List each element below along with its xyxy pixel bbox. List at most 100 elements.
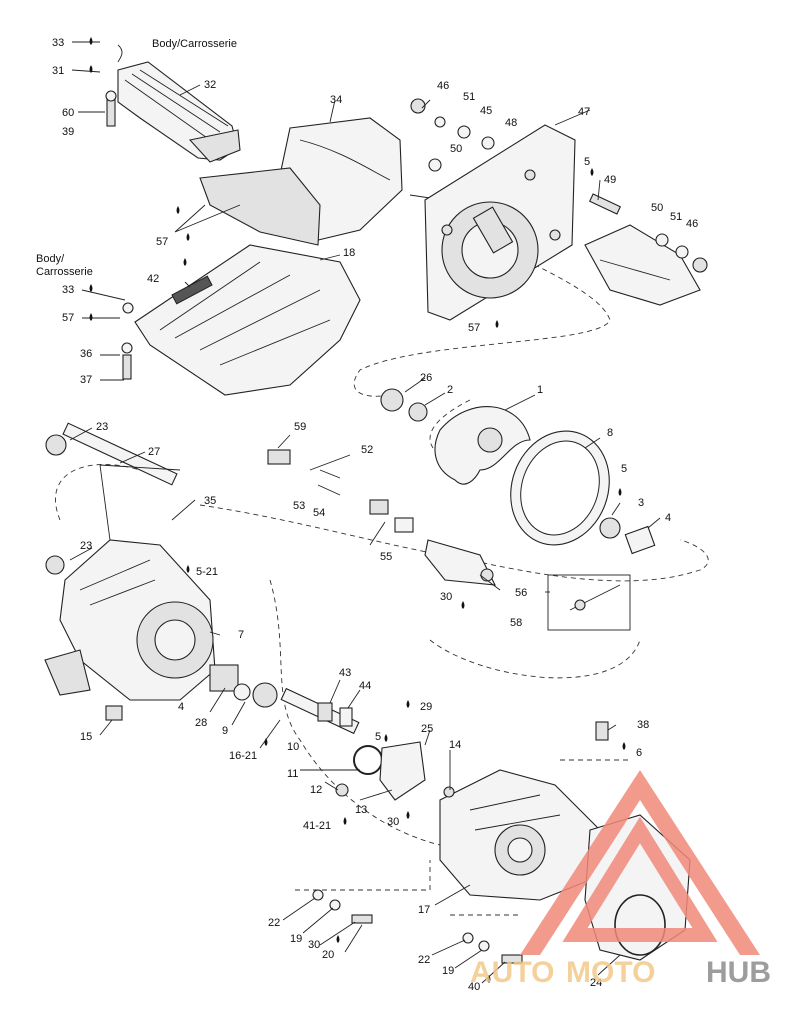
callout: 47 bbox=[578, 106, 590, 118]
callout: 58 bbox=[510, 617, 522, 629]
callout: 1 bbox=[537, 384, 543, 396]
callout: 51 bbox=[670, 211, 682, 223]
callout: 19 bbox=[290, 933, 302, 945]
callout: 57 bbox=[156, 236, 168, 248]
callout-labels: Body/Carrosserie Body/ Carrosserie 1 2 3… bbox=[36, 37, 698, 993]
callout: 57 bbox=[468, 322, 480, 334]
callout: 53 bbox=[293, 500, 305, 512]
callout: 30 bbox=[387, 816, 399, 828]
small-hardware-bottom bbox=[105, 90, 609, 964]
callout: 17 bbox=[418, 904, 430, 916]
callout: 59 bbox=[294, 421, 306, 433]
callout: 15 bbox=[80, 731, 92, 743]
callout: 35 bbox=[204, 495, 216, 507]
callout: 46 bbox=[686, 218, 698, 230]
callout: 23 bbox=[80, 540, 92, 552]
callout: 50 bbox=[651, 202, 663, 214]
callout: 30 bbox=[440, 591, 452, 603]
callout: 36 bbox=[80, 348, 92, 360]
callout: 2 bbox=[447, 384, 453, 396]
callout: 28 bbox=[195, 717, 207, 729]
callout: 26 bbox=[420, 372, 432, 384]
part-18-floor-pan bbox=[134, 244, 361, 396]
part-27-shaft bbox=[45, 422, 178, 486]
callout: 18 bbox=[343, 247, 355, 259]
callout: 29 bbox=[420, 701, 432, 713]
watermark-triangle bbox=[520, 770, 760, 955]
callout: 42 bbox=[147, 273, 159, 285]
callout: 43 bbox=[339, 667, 351, 679]
callout: 4 bbox=[178, 701, 184, 713]
callout: 52 bbox=[361, 444, 373, 456]
callout: 46 bbox=[437, 80, 449, 92]
fasteners-top-right bbox=[410, 98, 708, 273]
callout: 8 bbox=[607, 427, 613, 439]
watermark-triangle-inner bbox=[562, 816, 718, 942]
callout: 4 bbox=[665, 512, 671, 524]
callout: 38 bbox=[637, 719, 649, 731]
part-1-impeller-cover bbox=[434, 406, 531, 485]
callout: 11 bbox=[287, 768, 298, 780]
callout: 56 bbox=[515, 587, 527, 599]
callout: 5 bbox=[621, 463, 627, 475]
callout: 33 bbox=[62, 284, 74, 296]
callout: 24 bbox=[590, 977, 602, 989]
part-49-rear-bracket bbox=[584, 193, 701, 306]
callout: 48 bbox=[505, 117, 517, 129]
callout: 6 bbox=[636, 747, 642, 759]
label-body: Body/Carrosserie bbox=[152, 38, 237, 50]
callout: 54 bbox=[313, 507, 325, 519]
callout: 60 bbox=[62, 107, 74, 119]
part-32-intake-duct bbox=[117, 61, 241, 163]
callout: 27 bbox=[148, 446, 160, 458]
callout: 5 bbox=[375, 731, 381, 743]
drive-shaft-parts bbox=[105, 664, 426, 801]
callout: 13 bbox=[355, 804, 367, 816]
callout: 20 bbox=[322, 949, 334, 961]
callout: 23 bbox=[96, 421, 108, 433]
bearings-2-26-3-4 bbox=[380, 388, 656, 555]
watermark-hub: HUB bbox=[706, 956, 771, 989]
part-47-mount-plate bbox=[424, 124, 576, 321]
part-34-hood bbox=[199, 117, 431, 246]
callout: 3 bbox=[638, 497, 644, 509]
part-8-ring bbox=[510, 430, 610, 546]
watermark-auto: AUTO bbox=[470, 956, 554, 989]
callout: 19 bbox=[442, 965, 454, 977]
callout: 12 bbox=[310, 784, 322, 796]
part-52-linkage bbox=[267, 449, 496, 586]
callout: 22 bbox=[268, 917, 280, 929]
callout: 10 bbox=[287, 741, 299, 753]
label-body-2a: Body/ bbox=[36, 253, 65, 265]
callout: 5 bbox=[584, 156, 590, 168]
callout: 41-21 bbox=[303, 820, 331, 832]
callout: 50 bbox=[450, 143, 462, 155]
lubrication-drops bbox=[89, 37, 626, 983]
callout: 49 bbox=[604, 174, 616, 186]
callout: 14 bbox=[449, 739, 461, 751]
callout: 9 bbox=[222, 725, 228, 737]
callout: 33 bbox=[52, 37, 64, 49]
part-56-bolt bbox=[547, 574, 631, 631]
part-7-housing bbox=[44, 539, 216, 701]
callout: 16-21 bbox=[229, 750, 257, 762]
leader-lines bbox=[69, 41, 661, 984]
callout: 44 bbox=[359, 680, 371, 692]
callout: 34 bbox=[330, 94, 342, 106]
callout: 30 bbox=[308, 939, 320, 951]
callout: 51 bbox=[463, 91, 475, 103]
callout: 55 bbox=[380, 551, 392, 563]
callout: 25 bbox=[421, 723, 433, 735]
label-body-2b: Carrosserie bbox=[36, 266, 93, 278]
callout: 22 bbox=[418, 954, 430, 966]
assembly-guide-lines bbox=[55, 231, 709, 916]
callout: 32 bbox=[204, 79, 216, 91]
callout: 39 bbox=[62, 126, 74, 138]
callout: 40 bbox=[468, 981, 480, 993]
callout: 7 bbox=[238, 629, 244, 641]
callout: 45 bbox=[480, 105, 492, 117]
callout: 31 bbox=[52, 65, 64, 77]
callout: 57 bbox=[62, 312, 74, 324]
watermark-moto: MOTO bbox=[566, 956, 655, 989]
